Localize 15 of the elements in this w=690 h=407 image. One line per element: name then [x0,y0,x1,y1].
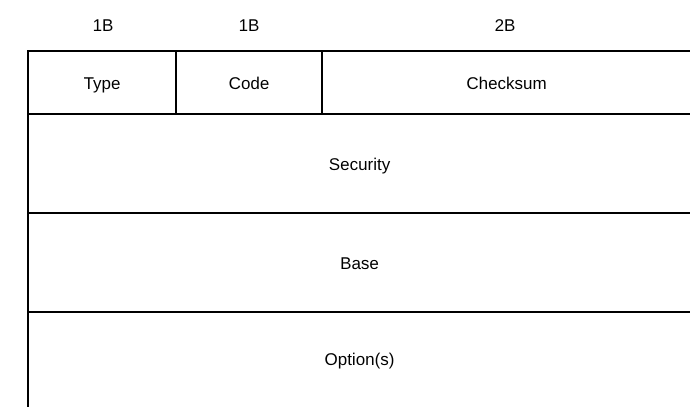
size-label: 1B [92,16,114,36]
field-cell [27,311,690,407]
field-cell [175,50,321,115]
field-cell [321,50,690,115]
field-cell [27,113,690,214]
field-name: Security [328,154,390,174]
field-name: Option(s) [324,350,394,370]
field-name: Checksum [466,74,547,94]
size-label: 2B [494,16,516,36]
field-name: Base [340,254,379,274]
field-cell [27,212,690,313]
field-name: Code [228,74,270,94]
field-cell [27,50,175,115]
size-label: 1B [238,16,260,36]
field-name: Type [84,74,120,94]
